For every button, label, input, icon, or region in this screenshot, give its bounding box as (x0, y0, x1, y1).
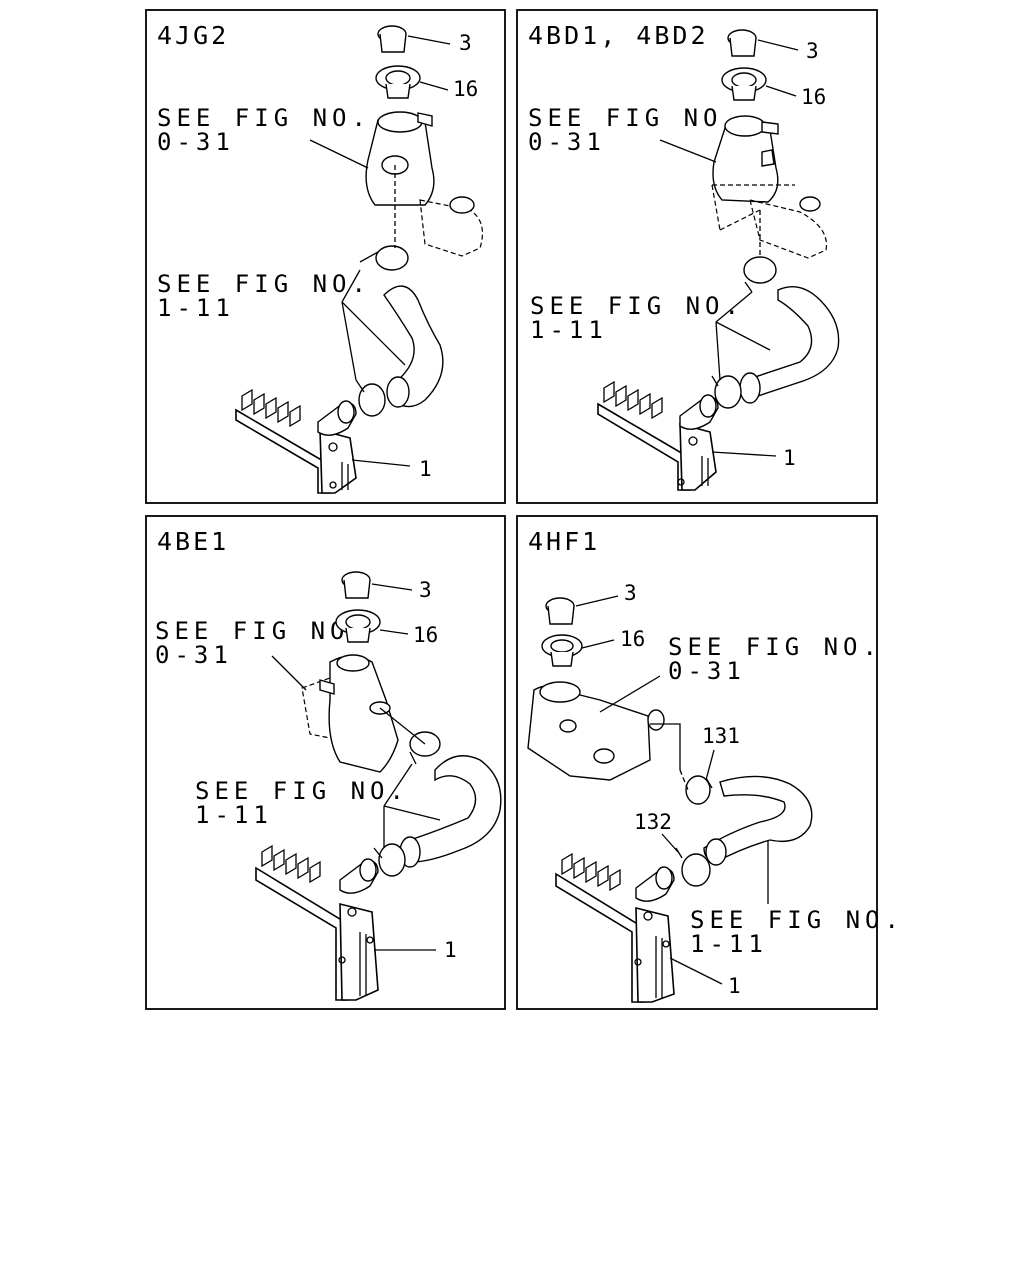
radiator-drawing (255, 844, 379, 1001)
see-fig-ref-0-31: SEE FIG NO.0-31 (668, 633, 882, 685)
hose-clamp-131 (685, 775, 711, 805)
filler-neck-16 (721, 67, 797, 101)
callout-3: 3 (624, 581, 637, 605)
radiator-drawing (555, 852, 675, 1003)
pressure-cap-3 (377, 25, 451, 53)
thermostat-housing (659, 115, 828, 259)
callout-131: 131 (702, 724, 740, 748)
callout-16: 16 (453, 77, 478, 101)
callout-3: 3 (419, 578, 432, 602)
pressure-cap-3 (545, 595, 619, 625)
see-fig-ref-1-11: SEE FIG NO.1-11 (530, 292, 744, 344)
engine-model-label: 4BD1, 4BD2 (528, 21, 709, 50)
filler-neck-16 (541, 634, 615, 667)
callout-16: 16 (801, 85, 826, 109)
radiator-hose (355, 245, 444, 417)
pressure-cap-3 (341, 571, 413, 599)
pressure-cap-3 (727, 29, 799, 57)
callout-3: 3 (459, 31, 472, 55)
leader-1 (669, 957, 723, 985)
leader-1 (711, 451, 777, 457)
hose-clamp-lower (378, 843, 406, 877)
hose-clamp-upper (375, 245, 409, 271)
radiator-hose (675, 775, 813, 887)
see-fig-ref-0-31-line1: SEE FIG NO.0-31 (157, 104, 371, 156)
callout-132: 132 (634, 810, 672, 834)
leader-1-11 (383, 763, 441, 848)
callout-16: 16 (413, 623, 438, 647)
engine-model-label: 4HF1 (528, 527, 600, 556)
filler-neck-16 (335, 609, 409, 643)
hose-clamp-lower (358, 383, 386, 417)
radiator-hose (711, 256, 840, 409)
callout-16: 16 (620, 627, 645, 651)
thermostat-housing (271, 654, 426, 773)
leader-1-11 (715, 291, 771, 381)
panel-4jg2: 4JG2 SEE FIG NO.0-31 SEE FIG NO.1-11 3 1… (145, 9, 506, 504)
leader-1-11 (341, 269, 406, 381)
callout-1: 1 (783, 446, 796, 470)
thermostat-housing (527, 675, 689, 791)
engine-model-label: 4BE1 (157, 527, 229, 556)
engine-model-label: 4JG2 (157, 21, 229, 50)
see-fig-ref-1-11: SEE FIG NO.1-11 (195, 777, 409, 829)
callout-1: 1 (444, 938, 457, 962)
callout-1: 1 (419, 457, 432, 481)
callout-1: 1 (728, 974, 741, 998)
see-fig-ref-0-31: SEE FIG NO.0-31 (528, 104, 742, 156)
leader-1 (351, 459, 411, 467)
filler-neck-16 (375, 65, 449, 99)
radiator-drawing (597, 380, 719, 491)
panel-4bd1-4bd2: 4BD1, 4BD2 SEE FIG NO.0-31 SEE FIG NO.1-… (516, 9, 878, 504)
see-fig-ref-1-11-line1: SEE FIG NO.1-11 (157, 270, 371, 322)
hose-clamp-132 (681, 853, 711, 887)
callout-3: 3 (806, 39, 819, 63)
leader-132 (661, 833, 679, 853)
radiator-drawing (235, 388, 357, 494)
leader-131 (705, 749, 715, 781)
thermostat-housing (309, 111, 483, 257)
panel-4be1: 4BE1 SEE FIG NO.0-31 SEE FIG NO.1-11 3 1… (145, 515, 506, 1010)
hose-clamp-lower (714, 375, 742, 409)
hose-clamp-upper (743, 256, 777, 284)
see-fig-ref-0-31: SEE FIG NO.0-31 (155, 617, 369, 669)
panel-4hf1: 4HF1 SEE FIG NO.0-31 SEE FIG NO.1-11 3 1… (516, 515, 904, 1010)
see-fig-ref-1-11: SEE FIG NO.1-11 (690, 906, 904, 958)
